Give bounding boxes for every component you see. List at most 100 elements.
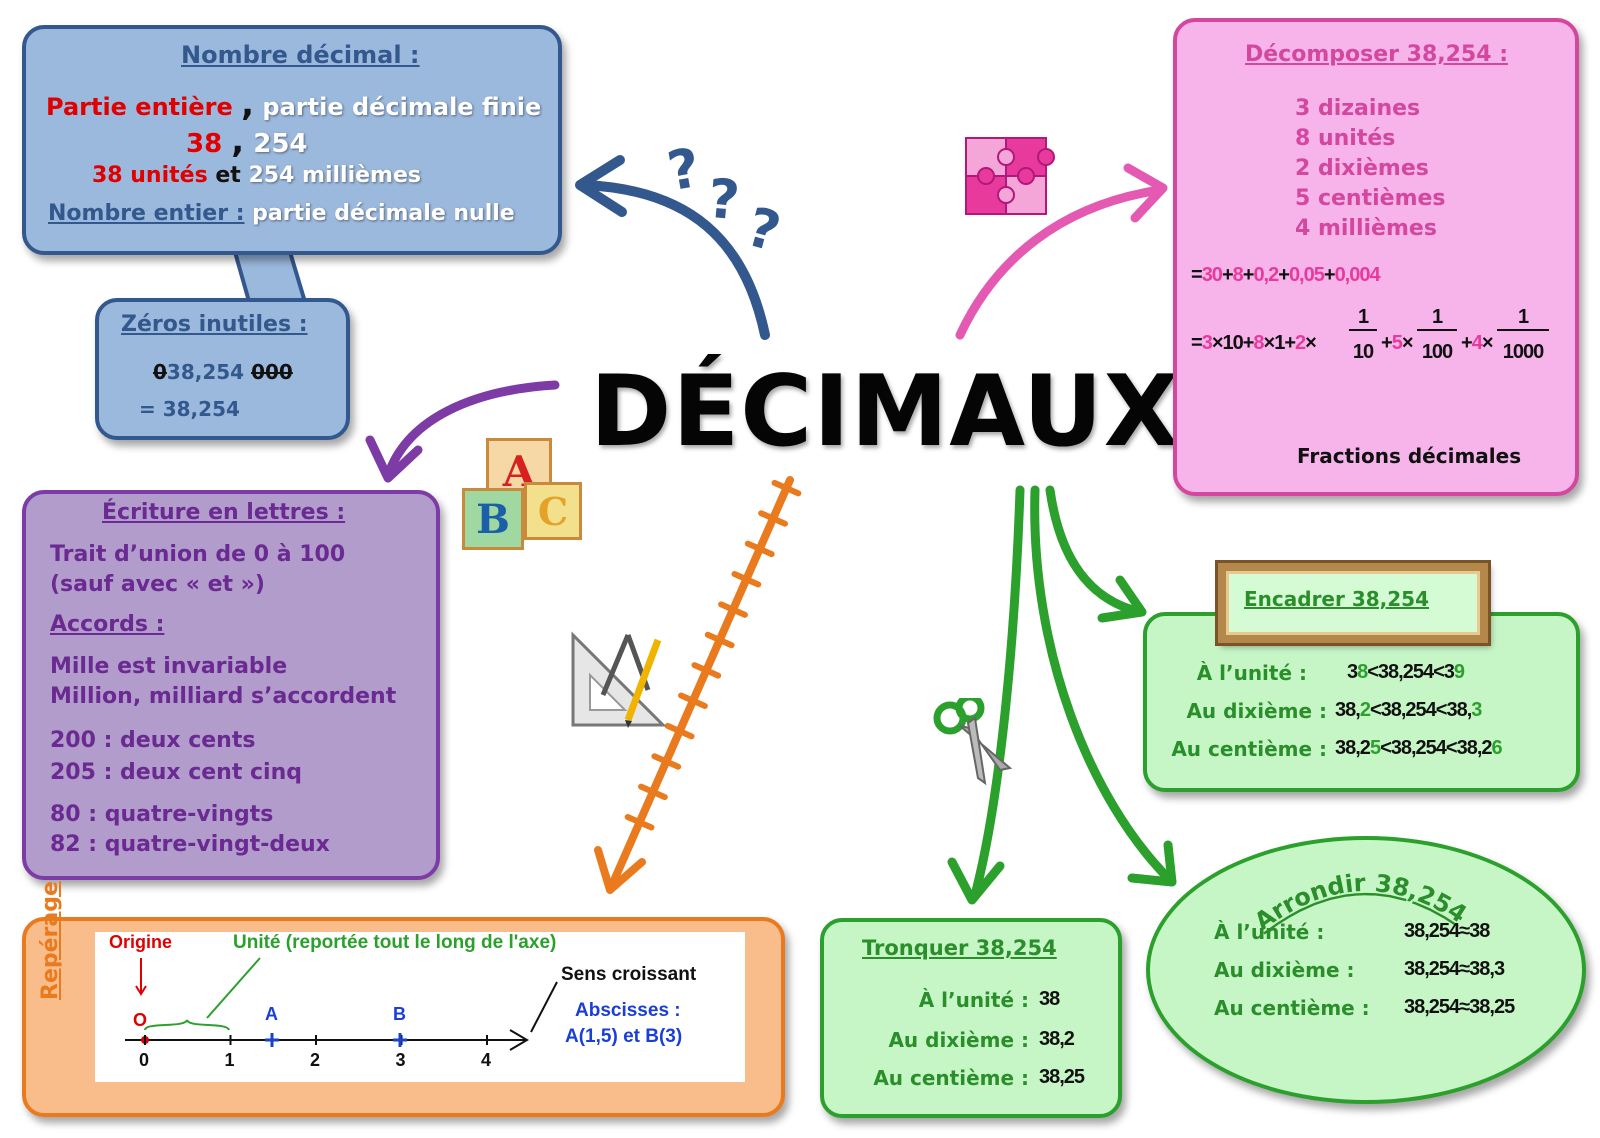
question-marks: ? ? ?: [663, 136, 808, 264]
ruler-tick: [624, 813, 655, 831]
arrowhead-green-encadrer: [1097, 575, 1147, 623]
question-mark-icon: ?: [740, 195, 787, 264]
example-integer: 38: [186, 129, 223, 159]
partie-decimale-label: partie décimale finie: [262, 93, 542, 121]
ecriture-line: 80 : quatre-vingts: [50, 802, 274, 827]
unite-label: Unité (reportée tout le long de l'axe): [233, 932, 557, 953]
decomposer-sum: =30+8+0,2+0,05+0,004: [1191, 264, 1381, 287]
sum-token: +: [1221, 264, 1234, 286]
fraction: 1 1000: [1497, 306, 1549, 364]
main-title: DÉCIMAUX: [590, 355, 1181, 469]
reperage-label: Repérage: [38, 881, 63, 1000]
origin-mark-label: O: [133, 1010, 147, 1030]
decomposer-items: 3 dizaines 8 unités 2 dixièmes 5 centièm…: [1295, 94, 1446, 244]
sum-token: +: [1278, 264, 1290, 286]
fraction-denominator: 10: [1352, 341, 1374, 363]
sum-token: +: [1323, 264, 1336, 286]
nombre-entier-label: Nombre entier :: [48, 201, 245, 226]
tronquer-row-label: À l’unité :: [918, 988, 1029, 1012]
ruler-tick: [718, 601, 748, 618]
scissors-icon: [933, 698, 1013, 786]
decomposer-item: 8 unités: [1295, 126, 1396, 151]
arrondir-row-label: Au centième :: [1214, 996, 1370, 1020]
units-red-text: 38 unités: [92, 163, 208, 188]
encadrer-row-value: 38,25<38,254<38,26: [1335, 737, 1503, 759]
nombre-decimal-title: Nombre décimal :: [181, 41, 420, 69]
arrondir-row-value: 38,254≈38,3: [1404, 958, 1505, 980]
fraction-numerator: 1: [1417, 306, 1457, 331]
point-b-label: B: [393, 1004, 406, 1024]
arrow-to-nombre-decimal: [580, 180, 770, 340]
number-line-tick-label: 2: [310, 1050, 320, 1070]
decomposer-item: 5 centièmes: [1295, 186, 1446, 211]
arrow-to-decomposer: [955, 185, 1165, 340]
point-a-marker: [265, 1033, 279, 1047]
sens-croissant-label: Sens croissant: [561, 964, 697, 985]
expr-token: =3×10+8×1+2×: [1191, 332, 1317, 354]
encadrer-title: Encadrer 38,254: [1244, 587, 1429, 611]
nombre-entier-line: Nombre entier : partie décimale nulle: [48, 201, 515, 226]
number-line-tick-label: 1: [225, 1050, 235, 1070]
decomposer-box: Décomposer 38,254 : 3 dizaines 8 unités …: [1173, 18, 1579, 496]
expr-token: +5×: [1381, 332, 1413, 354]
block-letter: B: [476, 495, 510, 543]
tronquer-row-value: 38: [1039, 988, 1060, 1010]
ecriture-line: Million, milliard s’accordent: [50, 684, 397, 709]
partie-entiere-label: Partie entière: [46, 93, 233, 121]
encadrer-row-label: À l’unité :: [1196, 661, 1307, 685]
sum-token: +: [1242, 264, 1255, 286]
ruler-tick: [758, 510, 788, 527]
zeros-middle: 38,254: [166, 360, 245, 384]
decomposer-item: 3 dizaines: [1295, 96, 1421, 121]
arrondir-row-label: À l’unité :: [1214, 920, 1325, 944]
sum-token: 8: [1232, 264, 1244, 286]
fraction: 1 100: [1417, 306, 1457, 364]
arrow-to-tronquer: [970, 485, 1025, 900]
decomposer-title: Décomposer 38,254 :: [1245, 42, 1509, 67]
nombre-decimal-line1: Partie entière , partie décimale finie: [46, 84, 541, 124]
arrowhead-green-arrondir: [1127, 840, 1177, 887]
ecriture-line: 200 : deux cents: [50, 728, 256, 753]
origine-label: Origine: [109, 932, 173, 952]
encadrer-title-frame: Encadrer 38,254: [1215, 560, 1491, 646]
tronquer-row-label: Au centième :: [873, 1066, 1029, 1090]
lead-zero: 0: [153, 360, 167, 384]
encadrer-row-value: 38<38,254<39: [1347, 661, 1465, 683]
arrondir-row-value: 38,254≈38,25: [1404, 996, 1515, 1018]
nombre-decimal-example: 38 , 254: [186, 121, 308, 161]
origine-arrowhead: [135, 985, 147, 996]
unit-brace: [144, 1019, 230, 1031]
decomposer-item: 2 dixièmes: [1295, 156, 1429, 181]
number-line-tick-label: 0: [139, 1050, 149, 1070]
sens-arrow: [530, 981, 558, 1033]
tronquer-title: Tronquer 38,254: [862, 936, 1057, 960]
block-c: C: [524, 482, 582, 540]
tronquer-row-value: 38,25: [1039, 1066, 1085, 1088]
ruler-tick: [678, 692, 708, 709]
example-decimal: 254: [253, 129, 308, 159]
point-a-label: A: [265, 1004, 278, 1024]
units-et-text: et: [215, 163, 241, 188]
sum-token: 30: [1201, 264, 1223, 286]
arrow-to-encadrer: [1045, 485, 1145, 617]
expr-token: +4×: [1461, 332, 1493, 354]
tronquer-row-value: 38,2: [1039, 1028, 1075, 1050]
abc-blocks-icon: A B C: [462, 418, 592, 550]
fraction-numerator: 1: [1349, 306, 1377, 331]
ecriture-lettres-box: Écriture en lettres : Trait d’union de 0…: [22, 490, 440, 880]
ruler-tick: [731, 570, 762, 588]
arrowhead-green-tronquer: [947, 857, 1005, 905]
arrowhead-purple: [365, 435, 423, 483]
units-rest-text: 254 millièmes: [248, 163, 421, 188]
tronquer-row-label: Au dixième :: [888, 1028, 1029, 1052]
zeros-inutiles-box: Zéros inutiles : 038,254 000 = 38,254: [95, 298, 350, 440]
number-line-arrowhead: [509, 1029, 529, 1051]
ecriture-line: 82 : quatre-vingt-deux: [50, 832, 330, 857]
arrow-to-arrondir: [1030, 485, 1175, 885]
arrondir-title-arc: Arrondir 38,254: [1249, 869, 1471, 936]
ruler-tick: [664, 722, 695, 740]
encadrer-row-label: Au dixième :: [1186, 699, 1327, 723]
puzzle-icon: [965, 137, 1055, 215]
